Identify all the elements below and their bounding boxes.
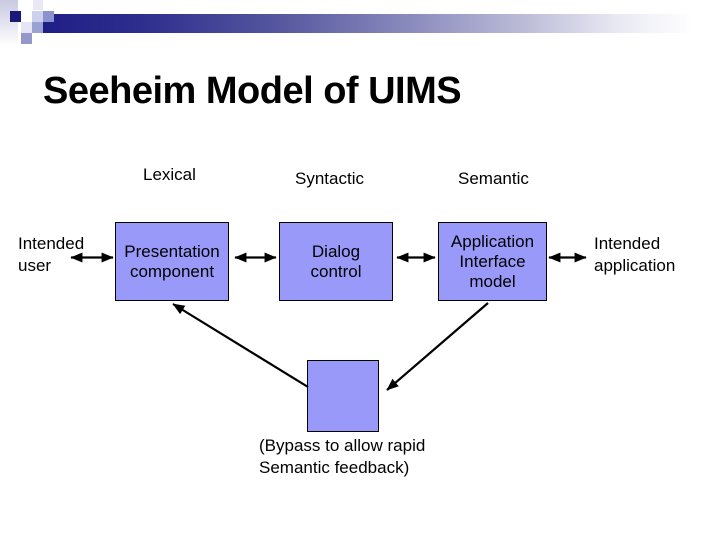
column-label-semantic: Semantic [458, 169, 529, 188]
column-label-lexical: Lexical [143, 165, 196, 184]
deco-square [32, 11, 43, 22]
label-intended-application: Intended application [594, 233, 675, 277]
deco-square [21, 22, 32, 33]
label-intended-user-line1: Intended [18, 234, 85, 253]
node-application-line2: Interface [459, 251, 526, 271]
label-intended-application-line2: application [594, 256, 676, 275]
deco-square [43, 11, 54, 22]
bypass-caption-line1: (Bypass to allow rapid [259, 436, 426, 455]
node-presentation-line2: component [129, 261, 215, 281]
deco-square [32, 22, 43, 33]
node-application-interface-model: Application Interface model [438, 222, 547, 301]
label-intended-application-line1: Intended [594, 234, 661, 253]
node-application-line3: model [469, 271, 516, 291]
bypass-caption: (Bypass to allow rapid Semantic feedback… [259, 435, 425, 478]
deco-square [21, 33, 32, 44]
node-application-line1: Application [450, 231, 535, 251]
deco-square [10, 11, 21, 22]
arrow-bypass-to-presentation [172, 303, 309, 388]
node-bypass-box [307, 360, 379, 432]
node-dialog-line2: control [310, 261, 362, 281]
label-intended-user-line2: user [18, 256, 52, 275]
node-presentation-line1: Presentation [124, 241, 220, 261]
node-dialog-line1: Dialog [311, 241, 361, 261]
header-gradient-bar [43, 14, 712, 33]
bypass-caption-line2: Semantic feedback) [259, 457, 410, 477]
header-gradient-strip [0, 0, 18, 46]
column-label-syntactic: Syntactic [295, 169, 364, 188]
node-dialog-control: Dialog control [279, 222, 393, 301]
node-presentation-component: Presentation component [115, 222, 229, 301]
deco-square [33, 0, 43, 10]
slide-title: Seeheim Model of UIMS [43, 70, 462, 112]
arrow-application-to-bypass [386, 302, 489, 391]
label-intended-user: Intended user [18, 233, 84, 277]
